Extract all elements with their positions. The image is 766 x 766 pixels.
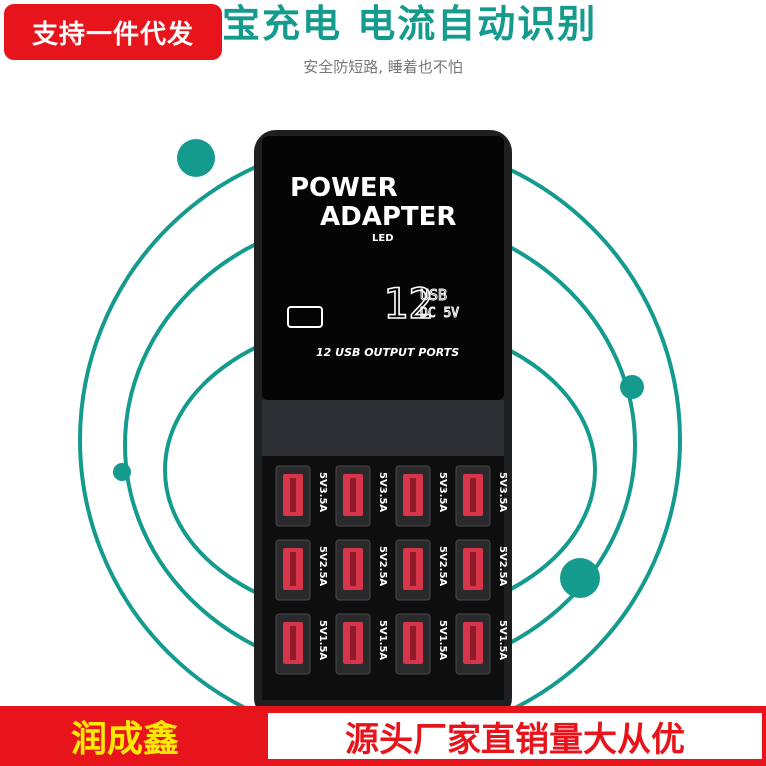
ports-label: 12 USB OUTPUT PORTS: [316, 346, 459, 359]
device-led-label: LED: [372, 233, 394, 244]
charger-device: POWER ADAPTER LED 12 USB DC 5V 12 USB OU…: [254, 130, 512, 720]
device-ledge: [262, 400, 504, 456]
led-indicator-box: [287, 306, 323, 328]
device-title-line1: POWER: [290, 173, 398, 203]
port-rating-label: 5V2.5A: [497, 546, 508, 586]
display-usb: USB: [420, 286, 447, 304]
usb-port-tongue: [290, 626, 296, 660]
usb-port-tongue: [470, 552, 476, 586]
port-rating-label: 5V3.5A: [437, 472, 448, 512]
display-number: 12: [383, 279, 434, 328]
port-rating-label: 5V1.5A: [497, 620, 508, 660]
orbit-dot-right: [620, 375, 644, 399]
port-rating-label: 5V2.5A: [317, 546, 328, 586]
usb-port-grid: 5V3.5A 5V3.5A 5V3.5A 5V3.5A 5V2.5A 5V2.5A 5V2.…: [275, 465, 508, 675]
usb-port-tongue: [410, 478, 416, 512]
orbit-dot-left: [113, 463, 131, 481]
port-rating-label: 5V1.5A: [377, 620, 388, 660]
device-panel: [262, 136, 504, 400]
port-rating-label: 5V1.5A: [317, 620, 328, 660]
usb-port-tongue: [470, 478, 476, 512]
port-rating-label: 5V3.5A: [497, 472, 508, 512]
brand-name: 润成鑫: [0, 706, 250, 766]
usb-port-tongue: [410, 626, 416, 660]
port-rating-label: 5V1.5A: [437, 620, 448, 660]
orbit-dot-large: [177, 139, 215, 177]
port-rating-label: 5V2.5A: [377, 546, 388, 586]
orbit-dot-bottom: [560, 558, 600, 598]
usb-port-tongue: [350, 626, 356, 660]
slogan: 源头厂家直销量大从优: [268, 713, 762, 760]
subheadline: 安全防短路, 睡着也不怕: [303, 58, 463, 76]
port-rating-label: 5V3.5A: [377, 472, 388, 512]
usb-port-tongue: [290, 552, 296, 586]
headline: 宝充电 电流自动识别: [222, 2, 598, 46]
usb-port-tongue: [470, 626, 476, 660]
display-dc: DC 5V: [420, 306, 459, 321]
port-rating-label: 5V2.5A: [437, 546, 448, 586]
usb-port-tongue: [290, 478, 296, 512]
dropship-badge: 支持一件代发: [4, 4, 222, 60]
device-title-line2: ADAPTER: [320, 202, 456, 232]
usb-port-tongue: [350, 478, 356, 512]
usb-port-tongue: [350, 552, 356, 586]
port-rating-label: 5V3.5A: [317, 472, 328, 512]
usb-port-tongue: [410, 552, 416, 586]
